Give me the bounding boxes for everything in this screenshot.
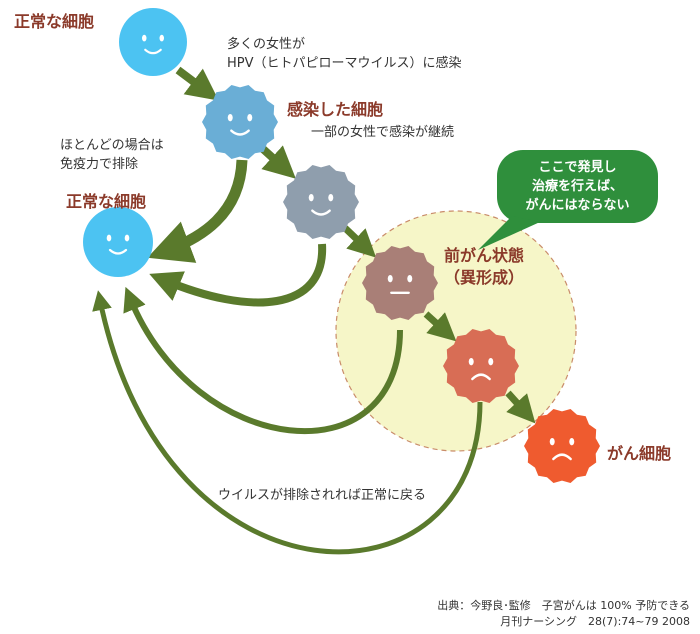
persistent-cell [283,165,359,239]
cell-body [362,246,438,320]
cell-eye [549,437,555,446]
infection-note: 多くの女性が HPV（ヒトパピローマウイルス）に感染 [227,35,462,73]
infected-cell-label: 感染した細胞 [287,100,384,119]
cell-eye [159,34,164,42]
elimination-note-line2: 免疫力で排除 [60,157,139,172]
cancer-cell [524,409,600,483]
infected-cell [202,85,278,159]
citation-line1: 出典：今野良･監修 子宮がんは 100% 予防できる [437,599,690,612]
cell-mouth [552,453,572,461]
cell-body [443,329,519,403]
speech-bubble-line2: 治療を行えば、 [531,179,623,194]
cell-eye [407,274,413,283]
elimination-note-line1: ほとんどの場合は [60,138,164,153]
dysplasia-cell [443,329,519,403]
cell-eye [308,193,314,202]
speech-bubble-tail [478,216,540,250]
cell-mouth [311,209,331,216]
cell-eye [247,113,253,122]
speech-bubble [497,150,658,223]
arrow-precancer-to-dysplasia [423,311,457,342]
speech-bubble-line1: ここで発見し [538,160,617,175]
arrow-persistent-return [149,243,327,307]
arrow-normal-to-infected [175,66,219,101]
infection-note-line1: 多くの女性が [227,37,306,52]
cancer-cell-label: がん細胞 [607,444,672,463]
citation-line2: 月刊ナーシング 28(7):74~79 2008 [500,615,690,628]
arrow-dysplasia-return [92,290,483,555]
precancer-label-line2: （異形成） [444,268,525,287]
precancer-label-line1: 前がん状態 [444,246,525,265]
normal-cell-left-label: 正常な細胞 [66,192,147,211]
cell-body [524,409,600,483]
precancer-label: 前がん状態 （異形成） [444,245,524,289]
cell-eye [569,437,575,446]
cell-eye [488,357,494,366]
cell-mouth [471,373,491,381]
infection-note-line2: HPV（ヒトパピローマウイルス）に感染 [227,56,462,71]
cell-eye [328,193,334,202]
cell-mouth [230,129,250,136]
arrow-dysplasia-to-cancer [505,390,536,424]
arrow-infected-return [147,159,248,263]
cell-body [83,207,153,277]
cell-body [283,165,359,239]
cell-body [119,8,187,76]
persistent-note: 一部の女性で感染が継続 [311,125,455,140]
cell-mouth [144,48,162,55]
arrow-infected-to-persistent [260,145,296,179]
normal-cell-top-label: 正常な細胞 [14,12,95,31]
cell-eye [468,357,474,366]
elimination-note: ほとんどの場合は 免疫力で排除 [60,136,164,174]
cell-eye [124,234,130,242]
return-note: ウイルスが排除されれば正常に戻る [218,488,427,503]
arrow-precancer-return [123,286,403,434]
speech-bubble-line3: がんにはならない [525,198,630,213]
citation: 出典：今野良･監修 子宮がんは 100% 予防できる 月刊ナーシング 28(7)… [437,598,690,630]
speech-bubble-text: ここで発見し 治療を行えば、 がんにはならない [497,158,658,215]
cell-eye [227,113,233,122]
precancer-cell [362,246,438,320]
cell-eye [106,234,112,242]
arrow-persistent-to-precancer [342,225,377,258]
cell-body [202,85,278,159]
normal-cell-left [83,207,153,277]
cell-eye [387,274,393,283]
cell-eye [142,34,147,42]
cell-mouth [108,248,128,255]
normal-cell-top [119,8,187,76]
